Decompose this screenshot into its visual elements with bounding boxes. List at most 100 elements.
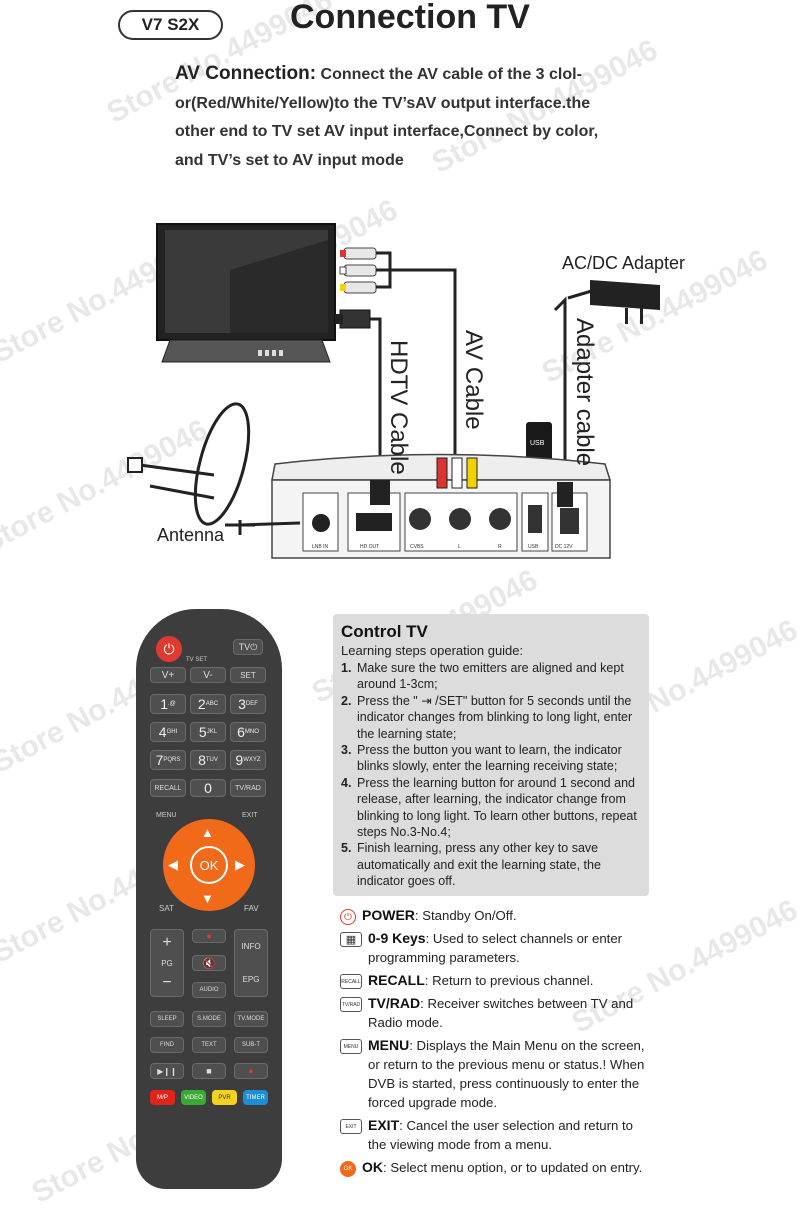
power-button[interactable]: ⏻ bbox=[156, 636, 182, 662]
tv-radio-icon: TV/RAD bbox=[340, 997, 362, 1012]
navigation-pad: ▲ ▼ ◀ ▶ OK bbox=[163, 819, 255, 911]
set-button[interactable]: SET bbox=[230, 667, 266, 683]
control-tv-title: Control TV bbox=[341, 622, 428, 641]
key-row-menu: MENU MENU: Displays the Main Menu on the… bbox=[340, 1036, 650, 1112]
number-key-1[interactable]: 1.@ bbox=[150, 694, 186, 714]
svg-text:HD OUT: HD OUT bbox=[360, 544, 379, 550]
key-row-recall: RECALL RECALL: Return to previous channe… bbox=[340, 972, 594, 989]
antenna-label: Antenna bbox=[157, 525, 225, 545]
volume-up-button[interactable]: V+ bbox=[150, 667, 186, 683]
learning-step: 1.Make sure the two emitters are aligned… bbox=[341, 661, 624, 692]
sat-button[interactable]: SAT bbox=[159, 904, 174, 913]
page-rocker[interactable]: + PG − bbox=[150, 929, 184, 997]
svg-text:USB: USB bbox=[528, 544, 539, 550]
intro-line: or(Red/White/Yellow)to the TV’sAV output… bbox=[175, 94, 591, 112]
page-title: Connection TV bbox=[290, 0, 530, 36]
stop-button[interactable]: ■ bbox=[192, 1063, 226, 1079]
pvr-button[interactable]: PVR bbox=[212, 1090, 237, 1105]
ok-button[interactable]: OK bbox=[190, 846, 228, 884]
hdmi-plug-icon bbox=[335, 309, 371, 329]
timer-button[interactable]: TIMER bbox=[243, 1090, 268, 1105]
mute-icon[interactable]: 🔇 bbox=[192, 955, 226, 971]
svg-text:LNB IN: LNB IN bbox=[312, 544, 329, 550]
learning-step: 5.Finish learning, press any other key t… bbox=[341, 841, 601, 889]
recall-icon: RECALL bbox=[340, 974, 362, 989]
control-tv-subtitle: Learning steps operation guide: bbox=[341, 643, 524, 658]
number-key-0[interactable]: 0 bbox=[190, 779, 226, 797]
svg-text:L: L bbox=[458, 544, 461, 550]
intro-line: other end to TV set AV input interface,C… bbox=[175, 123, 599, 140]
power-adapter-icon bbox=[567, 280, 660, 324]
find-button[interactable]: FIND bbox=[150, 1037, 184, 1053]
info-button[interactable]: INFO bbox=[241, 942, 261, 951]
adapter-label: AC/DC Adapter bbox=[562, 253, 686, 273]
info-epg-rocker[interactable]: INFO EPG bbox=[234, 929, 268, 997]
intro-line: Connect the AV cable of the 3 clol- bbox=[316, 66, 582, 83]
page-up-icon: + bbox=[162, 934, 172, 951]
learning-step: 2.Press the " ⇥ /SET" button for 5 secon… bbox=[341, 693, 633, 741]
av-cable-label: AV Cable bbox=[460, 330, 487, 430]
tv-power-button[interactable]: TV⏻ bbox=[233, 639, 263, 655]
control-tv-panel: Control TV Learning steps operation guid… bbox=[333, 614, 649, 896]
adapter-cable-label: Adapter cable bbox=[571, 318, 598, 467]
key-row-ok: OK OK: Select menu option, or to updated… bbox=[340, 1158, 650, 1177]
fav-button[interactable]: FAV bbox=[244, 904, 259, 913]
menu-button[interactable]: MENU bbox=[156, 812, 177, 819]
up-arrow-button[interactable]: ▲ bbox=[201, 825, 214, 840]
av-plugs-icon bbox=[339, 247, 377, 294]
exit-button[interactable]: EXIT bbox=[242, 812, 258, 819]
ok-icon: OK bbox=[340, 1161, 356, 1177]
svg-text:CVBS: CVBS bbox=[410, 544, 424, 550]
tv-icon bbox=[156, 223, 336, 363]
sleep-button[interactable]: SLEEP bbox=[150, 1011, 184, 1027]
key-row-power: ⏻ POWER: Standby On/Off. bbox=[340, 906, 650, 925]
svg-text:R: R bbox=[498, 544, 502, 550]
audio-button[interactable]: AUDIO bbox=[192, 982, 226, 998]
subtitle-button[interactable]: SUB-T bbox=[234, 1037, 268, 1053]
recall-button[interactable]: RECALL bbox=[150, 779, 186, 797]
av-connection-lead: AV Connection: bbox=[175, 63, 317, 84]
right-arrow-button[interactable]: ▶ bbox=[235, 857, 245, 872]
tv-radio-button[interactable]: TV/RAD bbox=[230, 779, 266, 797]
model-tag: V7 S2X bbox=[118, 10, 223, 40]
power-icon: ⏻ bbox=[340, 909, 356, 925]
tv-mode-button[interactable]: TV.MODE bbox=[234, 1011, 268, 1027]
usb-stick-label: USB bbox=[530, 440, 545, 447]
text-button[interactable]: TEXT bbox=[192, 1037, 226, 1053]
left-arrow-button[interactable]: ◀ bbox=[168, 857, 178, 872]
learning-steps-list: 1.Make sure the two emitters are aligned… bbox=[341, 660, 641, 890]
epg-button[interactable]: EPG bbox=[242, 975, 260, 984]
key-row-exit: EXIT EXIT: Cancel the user selection and… bbox=[340, 1116, 650, 1154]
mp-button[interactable]: M/P bbox=[150, 1090, 175, 1105]
key-descriptions: ⏻ POWER: Standby On/Off. ▦ 0-9 Keys: Use… bbox=[340, 906, 650, 1181]
satellite-dish-icon bbox=[127, 402, 301, 535]
page-down-icon: − bbox=[162, 974, 172, 991]
svg-text:DC 12V: DC 12V bbox=[555, 544, 573, 550]
connection-diagram: LNB IN HD OUT CVBS L R USB DC 12V bbox=[127, 223, 660, 559]
number-keys-icon: ▦ bbox=[340, 932, 362, 947]
hdtv-cable-label: HDTV Cable bbox=[385, 340, 412, 475]
learning-step: 4.Press the learning button for around 1… bbox=[341, 775, 637, 840]
receiver-box-icon: LNB IN HD OUT CVBS L R USB DC 12V bbox=[271, 453, 612, 559]
tv-set-label: TV SET bbox=[186, 657, 208, 663]
s-mode-button[interactable]: S.MODE bbox=[192, 1011, 226, 1027]
exit-icon: EXIT bbox=[340, 1119, 362, 1134]
key-row-numbers: ▦ 0-9 Keys: Used to select channels or e… bbox=[340, 929, 650, 967]
record-button[interactable]: ● bbox=[192, 929, 226, 943]
record-dot-button[interactable]: ● bbox=[234, 1063, 268, 1079]
key-row-tvrad: TV/RAD TV/RAD: Receiver switches between… bbox=[340, 995, 634, 1030]
volume-down-button[interactable]: V- bbox=[190, 667, 226, 683]
play-pause-button[interactable]: ▶❙❙ bbox=[150, 1063, 184, 1079]
video-button[interactable]: VIDEO bbox=[181, 1090, 206, 1105]
down-arrow-button[interactable]: ▼ bbox=[201, 891, 214, 906]
menu-icon: MENU bbox=[340, 1039, 362, 1054]
